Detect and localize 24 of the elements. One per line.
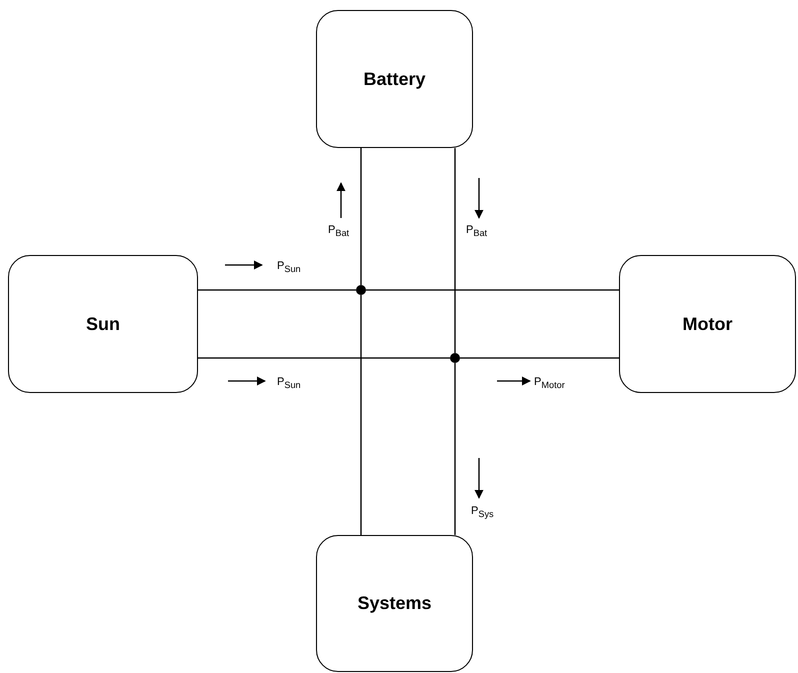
- connector-line: [360, 295, 362, 535]
- power-label: P$_{Motor}$: [534, 376, 565, 392]
- node-label: Motor: [682, 314, 732, 334]
- component-box: [8, 255, 198, 393]
- junction-dot: [450, 353, 460, 363]
- connector-line: [360, 148, 362, 285]
- connector-line: [454, 148, 456, 353]
- connector-line: [198, 289, 356, 291]
- power-label: P$_{Sys}$: [471, 505, 494, 522]
- node-label: Battery: [363, 68, 426, 90]
- power-label: P$_{Sun}$: [277, 376, 301, 392]
- power-label: P$_{Sun}$: [277, 260, 301, 276]
- component-box: [316, 10, 473, 148]
- junction-dot: [356, 285, 366, 295]
- power-label: P$_{Bat}$: [328, 224, 350, 240]
- power-label: P$_{Bat}$: [466, 224, 488, 240]
- component-box: [316, 535, 473, 672]
- connector-line: [454, 363, 456, 535]
- node-label: Systems: [357, 593, 432, 614]
- connector-line: [366, 289, 619, 291]
- node-label: Sun: [86, 314, 120, 334]
- connector-line: [460, 357, 619, 359]
- connector-line: [198, 357, 450, 359]
- component-box: [619, 255, 796, 393]
